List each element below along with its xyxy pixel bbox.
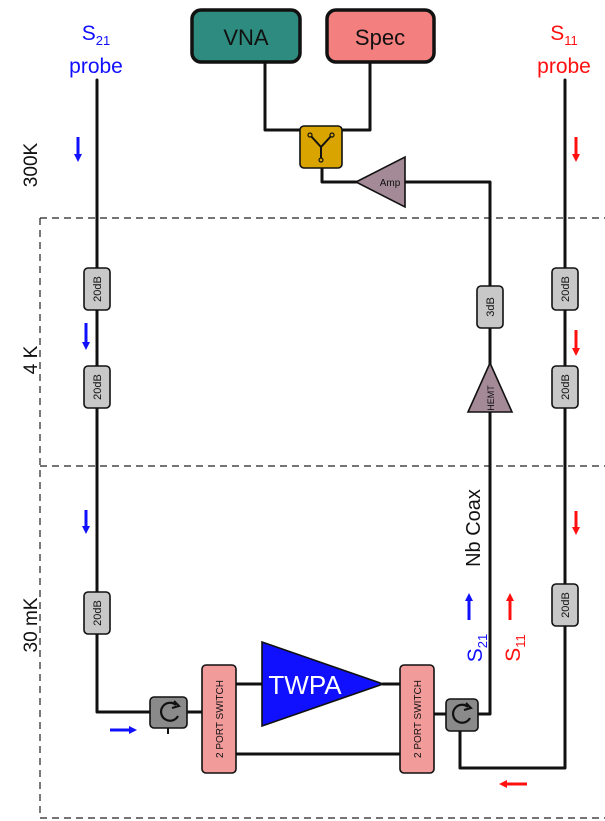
s21-signal-label: S21 (464, 634, 490, 662)
room-amp-icon (354, 155, 406, 209)
attenuator-left-2-label: 20dB (92, 374, 104, 400)
s11-signal-label: S11 (502, 634, 528, 662)
attenuator-right-2: 20dB (551, 365, 579, 409)
room-amp-label: Amp (380, 178, 401, 189)
spec-label: Spec (355, 25, 405, 50)
attenuator-right-1: 20dB (551, 267, 579, 311)
power-splitter-icon (299, 125, 343, 169)
attenuator-left-3-label: 20dB (92, 600, 104, 626)
splitter-to-spec (340, 60, 372, 132)
output-line (402, 180, 492, 716)
twpa-label: TWPA (268, 670, 342, 700)
splitter-to-vna (263, 60, 302, 132)
attenuator-right-2-label: 20dB (560, 374, 572, 400)
s11-probe-word: probe (537, 55, 591, 78)
s11-probe-main: S11 (550, 22, 578, 48)
stage-label-4k: 4 K (21, 345, 42, 374)
spec-box (325, 8, 436, 64)
nb-coax-label: Nb Coax (463, 489, 485, 567)
switch-right: 2 PORT SWITCH (399, 664, 435, 774)
attenuator-right-1-label: 20dB (560, 276, 572, 302)
switch-left-label: 2 PORT SWITCH (215, 680, 226, 758)
hemt-amp-icon (466, 361, 514, 413)
attenuator-left-2: 20dB (83, 365, 111, 409)
amp-to-splitter (320, 166, 358, 184)
attenuator-right-3: 20dB (551, 583, 579, 627)
stage-label-300k: 300K (21, 142, 42, 187)
attenuator-right-3-label: 20dB (560, 592, 572, 618)
stage-label-30mk: 30 mK (21, 597, 42, 652)
attenuator-output: 3dB (476, 285, 504, 329)
direction-arrows (74, 137, 580, 788)
circulator-left-icon (149, 696, 188, 734)
s11-probe-label: S11 probe (537, 22, 591, 78)
s21-probe-label: S21 probe (69, 22, 123, 78)
vna-box (190, 8, 302, 64)
twpa-amp-icon (261, 640, 386, 728)
hemt-label: HEMT (486, 385, 496, 411)
attenuator-left-1: 20dB (83, 267, 111, 311)
switch-left: 2 PORT SWITCH (201, 664, 237, 774)
attenuator-left-1-label: 20dB (92, 276, 104, 302)
attenuator-output-label: 3dB (485, 297, 497, 317)
s21-probe-word: probe (69, 55, 123, 78)
switch-right-label: 2 PORT SWITCH (413, 680, 424, 758)
vna-label: VNA (223, 25, 269, 50)
attenuator-left-3: 20dB (83, 591, 111, 635)
s11-input-line (458, 78, 567, 770)
s21-probe-main: S21 (82, 22, 110, 48)
circulator-right-icon (445, 698, 479, 732)
